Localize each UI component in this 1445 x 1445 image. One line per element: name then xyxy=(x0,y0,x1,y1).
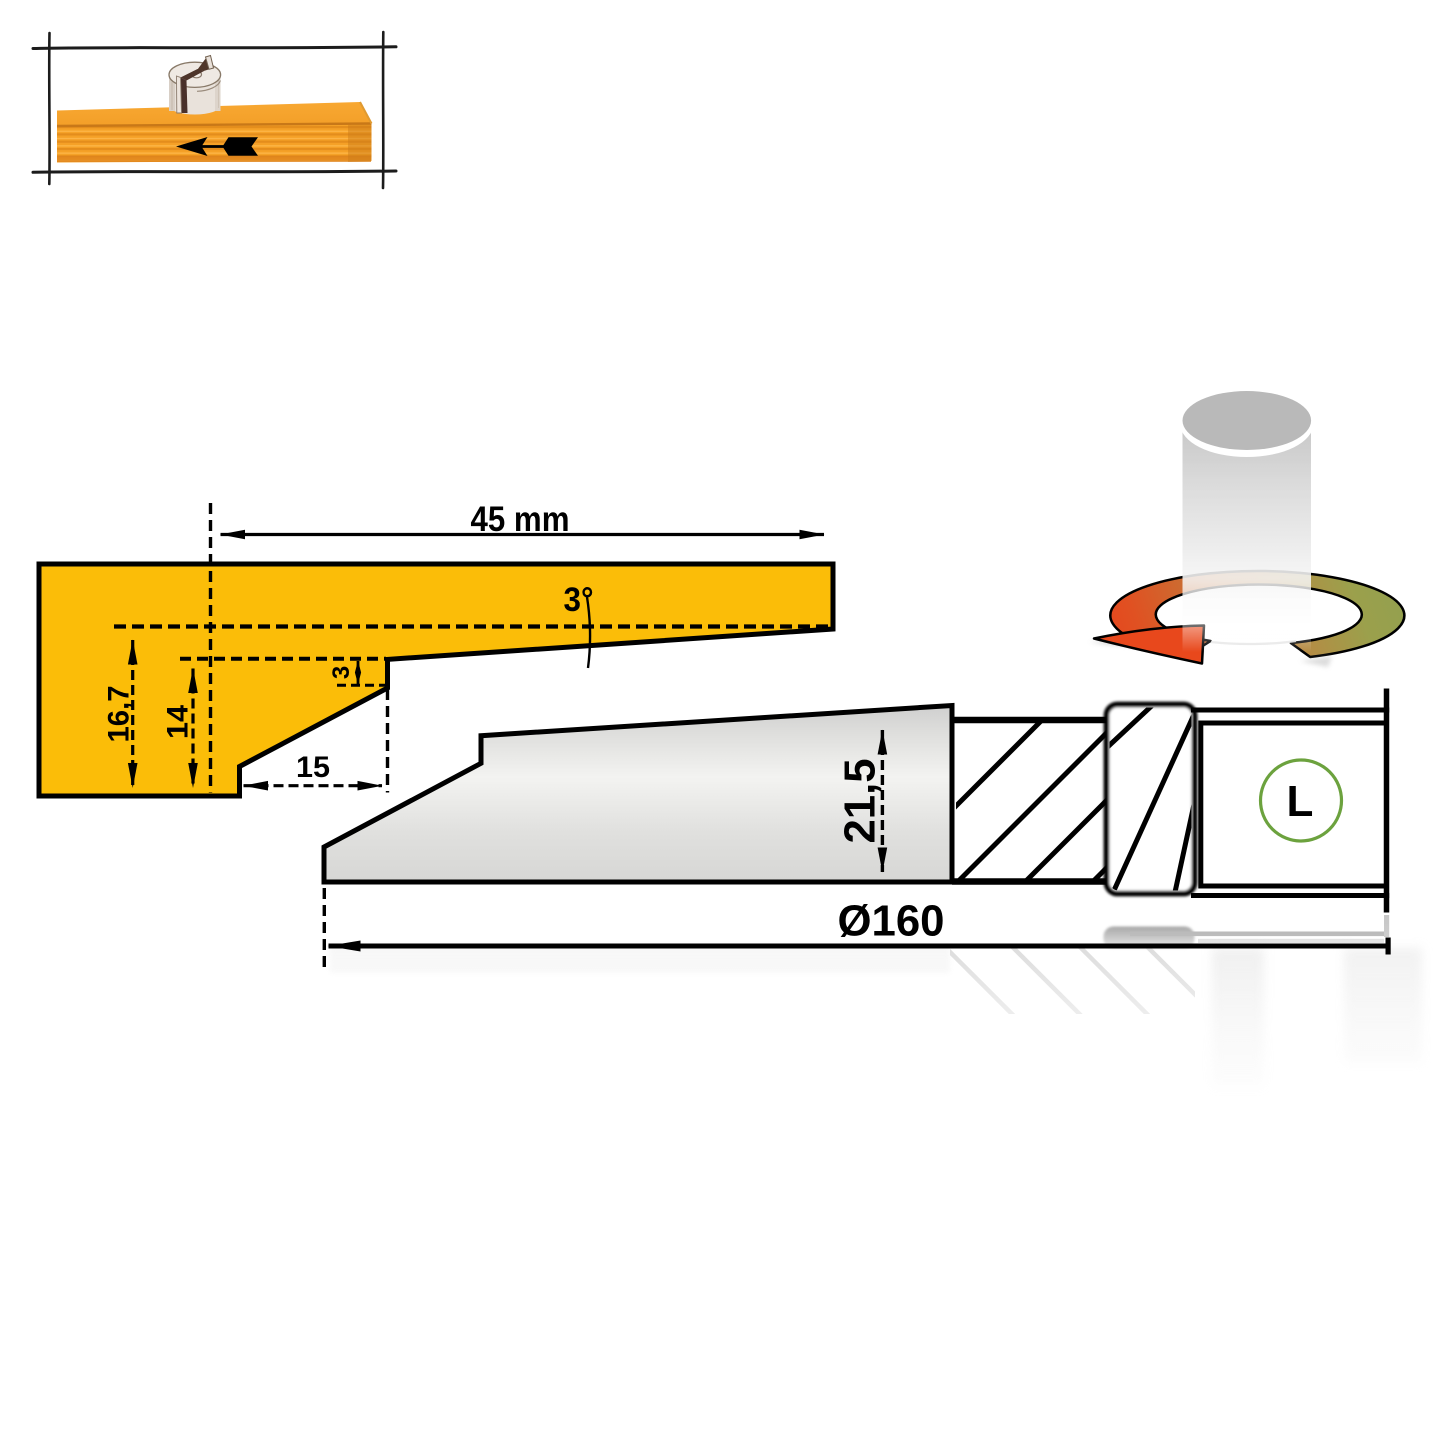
svg-text:Ø160: Ø160 xyxy=(838,898,945,946)
svg-text:3: 3 xyxy=(328,666,355,679)
svg-text:14: 14 xyxy=(162,705,195,739)
svg-text:15: 15 xyxy=(296,751,330,784)
svg-text:21,5: 21,5 xyxy=(836,759,885,844)
svg-text:L: L xyxy=(1287,777,1314,826)
svg-text:45 mm: 45 mm xyxy=(471,500,570,539)
svg-text:16,7: 16,7 xyxy=(103,686,136,743)
